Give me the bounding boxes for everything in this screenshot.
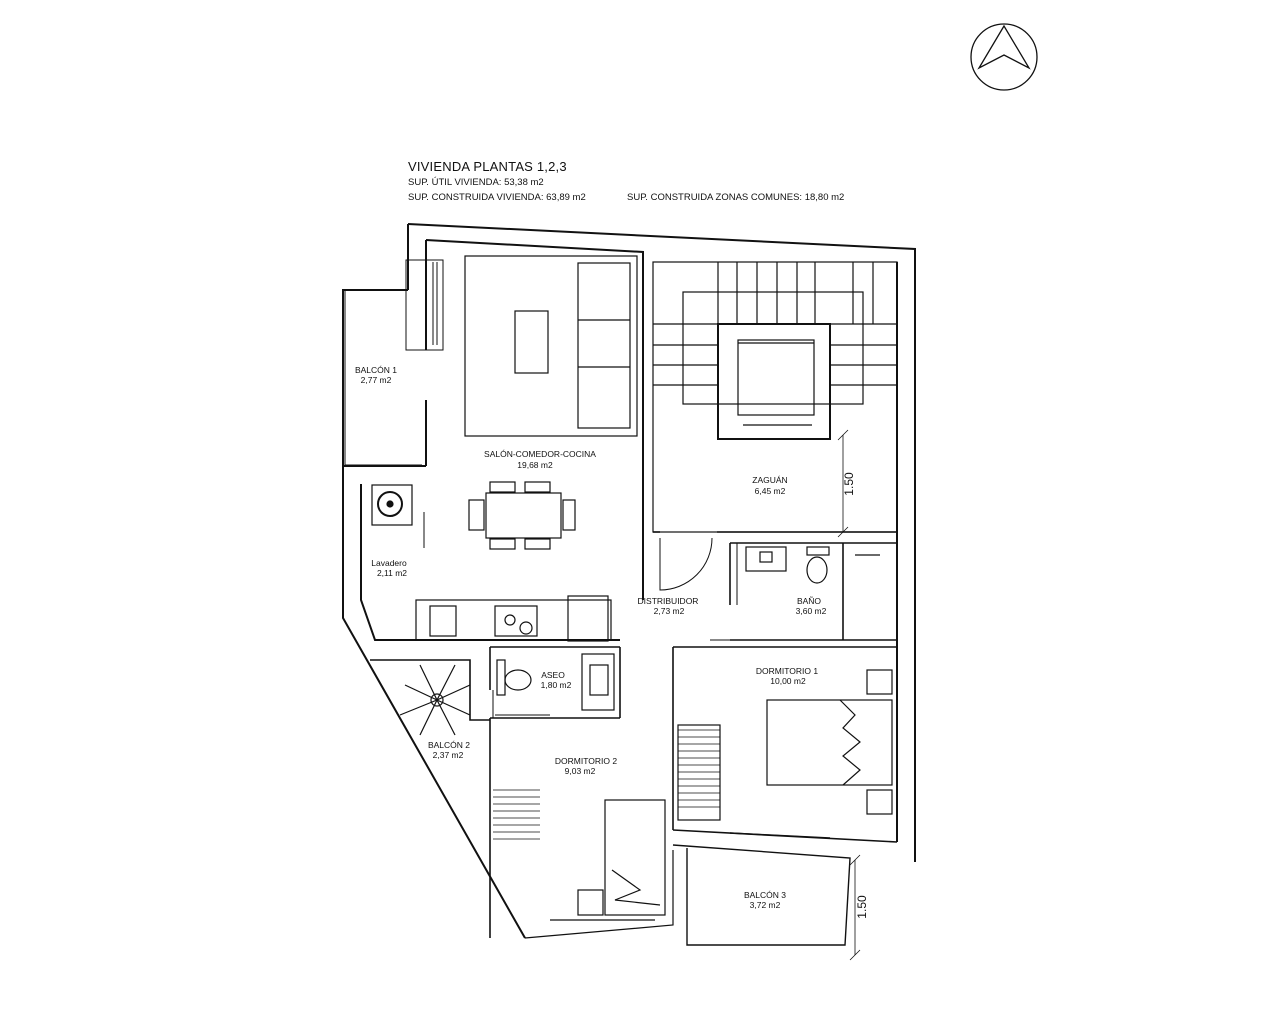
dormitorio1-furniture <box>677 669 893 821</box>
sup-util-label: SUP. ÚTIL VIVIENDA: 53,38 m2 <box>408 177 544 188</box>
balcon2-wall <box>370 659 491 938</box>
lavadero-area: 2,11 m2 <box>377 568 407 578</box>
zaguan-name: ZAGUÁN <box>752 475 787 485</box>
dormitorio2-name: DORMITORIO 2 <box>555 756 617 766</box>
salon-name: SALÓN-COMEDOR-COCINA <box>484 449 596 459</box>
balcon1-railing <box>344 259 444 466</box>
room-labels: BALCÓN 1 2,77 m2 SALÓN-COMEDOR-COCINA 19… <box>355 365 827 910</box>
dining-table <box>485 492 562 539</box>
salon-area: 19,68 m2 <box>517 460 553 470</box>
staircase <box>652 261 898 533</box>
balcon3-name: BALCÓN 3 <box>744 890 786 900</box>
dormitorio1-name: DORMITORIO 1 <box>756 666 818 676</box>
dormitorio2-furniture <box>493 789 674 939</box>
distribuidor-name: DISTRIBUIDOR <box>638 596 699 606</box>
zaguan-area: 6,45 m2 <box>755 486 786 496</box>
bano-name: BAÑO <box>797 596 821 606</box>
balcon3-area: 3,72 m2 <box>750 900 781 910</box>
dormitorio1-area: 10,00 m2 <box>770 676 806 686</box>
toilet-icon <box>504 669 532 691</box>
aseo-area: 1,80 m2 <box>541 680 572 690</box>
fridge <box>567 595 609 642</box>
lavadero-name: Lavadero <box>371 558 407 568</box>
bano-area: 3,60 m2 <box>796 606 827 616</box>
sofa <box>577 262 631 429</box>
kitchen-counter <box>415 595 612 642</box>
single-bed <box>604 799 666 916</box>
sup-construida-label: SUP. CONSTRUIDA VIVIENDA: 63,89 m2 <box>408 192 586 203</box>
washbasin-icon <box>589 664 609 696</box>
balcon2-plant-icon <box>399 664 471 736</box>
sink-icon <box>429 605 457 637</box>
plan-title: VIVIENDA PLANTAS 1,2,3 <box>408 159 567 174</box>
distribuidor-area: 2,73 m2 <box>654 606 685 616</box>
cooktop-icon <box>494 605 538 637</box>
washbasin-icon <box>745 546 787 572</box>
balcon1-name: BALCÓN 1 <box>355 365 397 375</box>
north-arrow-icon <box>970 23 1038 91</box>
doors <box>423 512 750 718</box>
zaguan-dimension-label: 1.50 <box>842 472 856 496</box>
salon-furniture <box>464 255 638 550</box>
balcon3-outline <box>672 832 851 946</box>
balcon3-dimension-line <box>849 854 861 961</box>
interior-walls <box>489 531 898 843</box>
aseo-fixtures <box>496 653 615 711</box>
coffee-table <box>514 310 549 374</box>
double-bed <box>766 699 893 786</box>
balcon2-area: 2,37 m2 <box>433 750 464 760</box>
aseo-name: ASEO <box>541 670 565 680</box>
exterior-walls <box>342 223 916 939</box>
sup-zonas-comunes-label: SUP. CONSTRUIDA ZONAS COMUNES: 18,80 m2 <box>627 192 845 203</box>
balcon2-name: BALCÓN 2 <box>428 740 470 750</box>
rug <box>464 255 638 437</box>
balcon1-area: 2,77 m2 <box>361 375 392 385</box>
toilet-icon <box>806 556 828 584</box>
dormitorio2-area: 9,03 m2 <box>565 766 596 776</box>
washing-machine-icon <box>371 484 413 526</box>
bano-fixtures <box>745 546 880 584</box>
balcon3-dimension-label: 1.50 <box>855 895 869 919</box>
